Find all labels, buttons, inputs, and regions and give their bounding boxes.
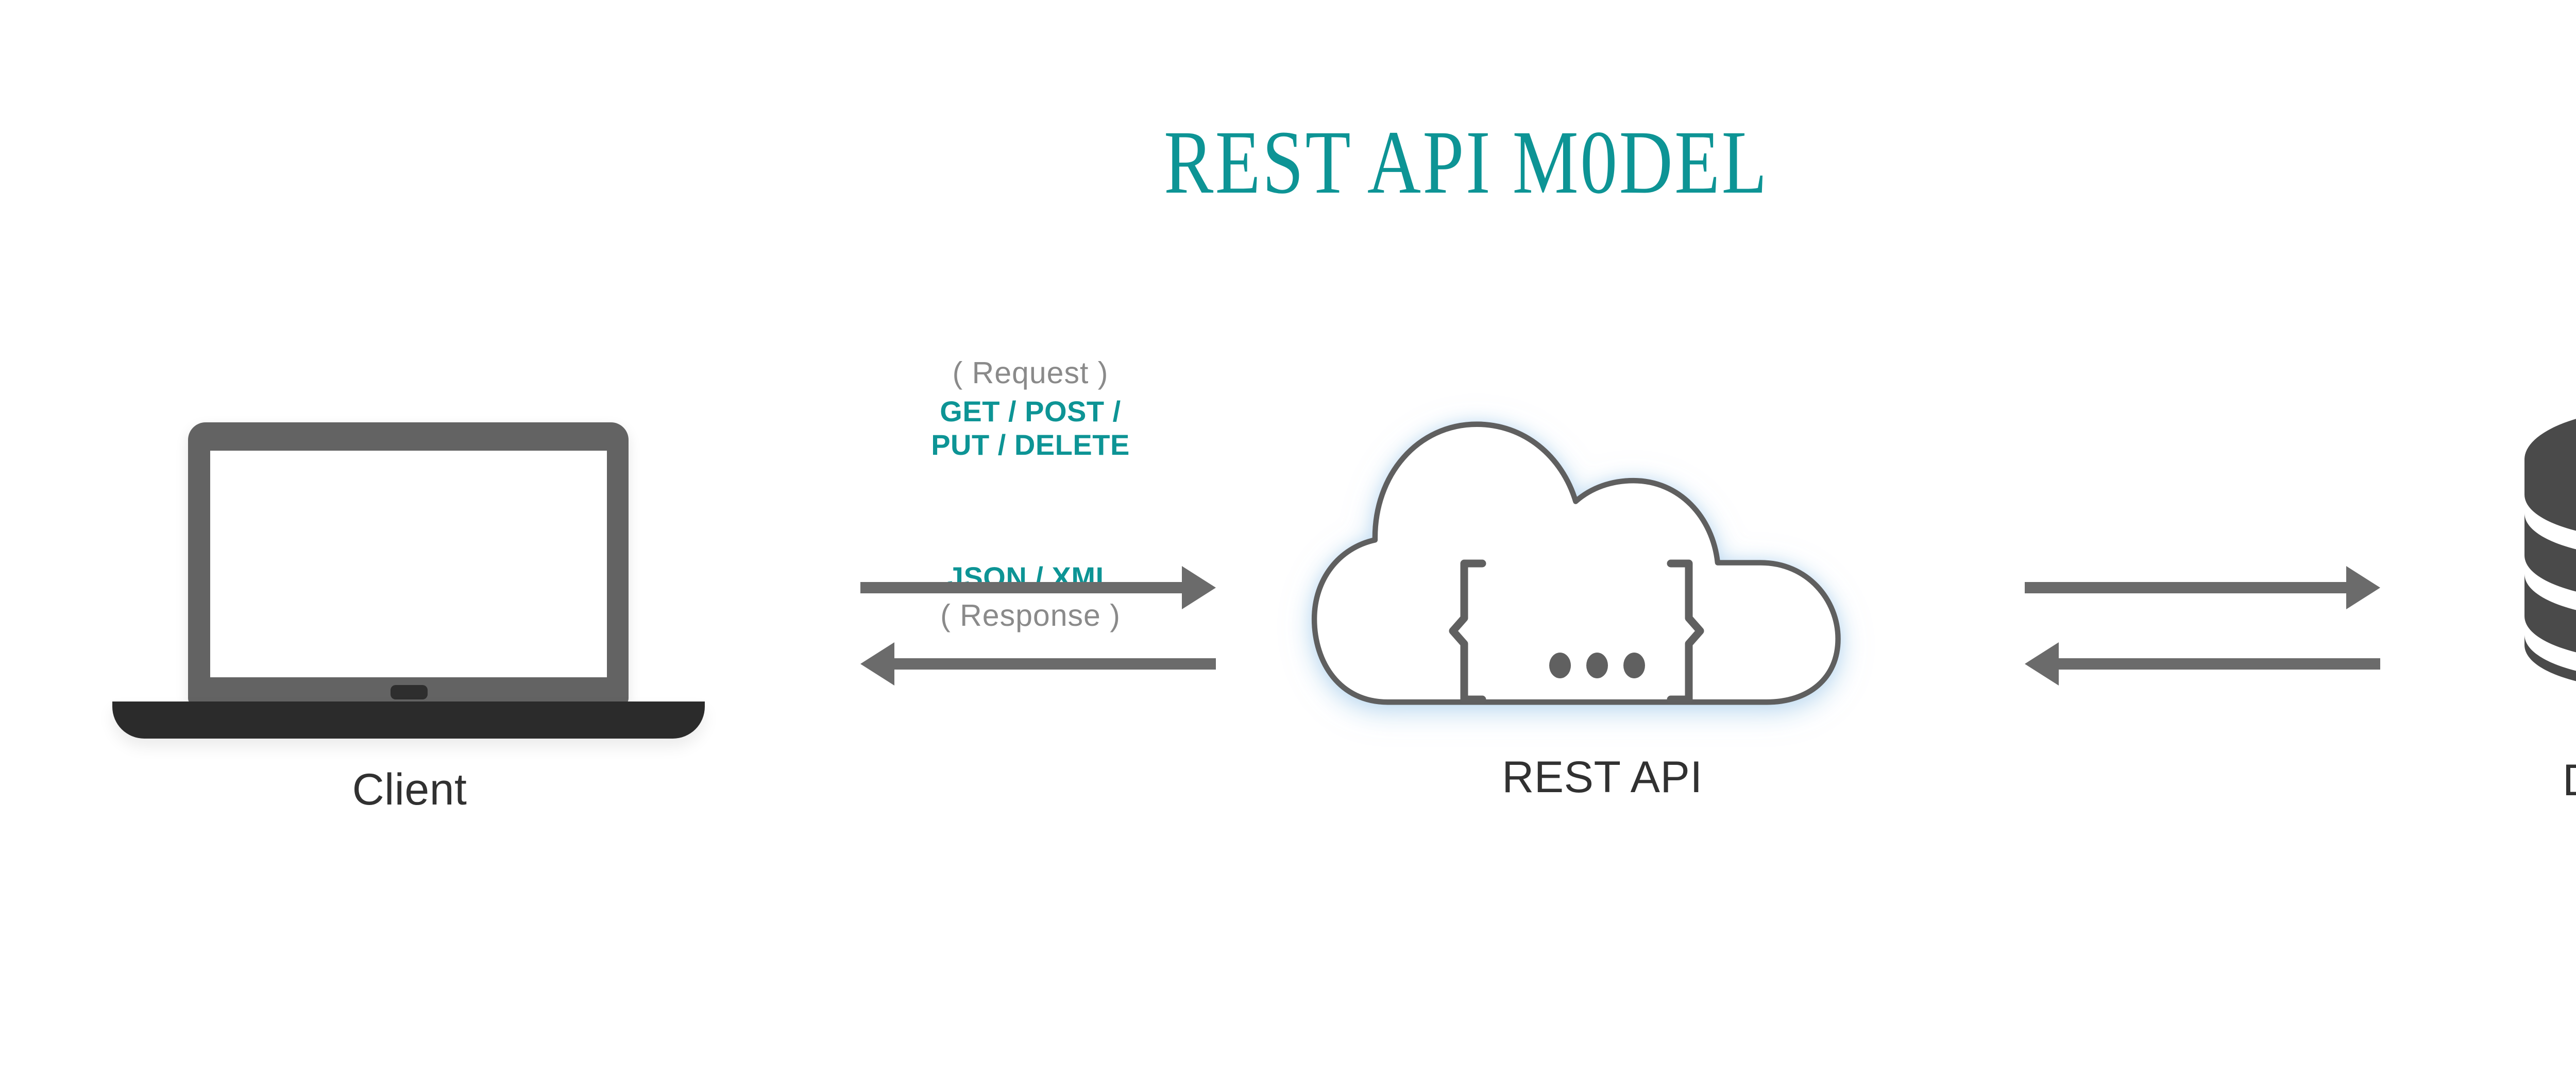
node-label-database: Database (2452, 755, 2576, 806)
left-brace-icon (1449, 559, 1486, 704)
laptop-trackpad-notch (391, 685, 428, 699)
arrow-head-right-icon (1182, 566, 1216, 609)
node-client[interactable]: Client (72, 412, 747, 815)
right-brace-icon (1667, 559, 1704, 704)
cloud-shape (1311, 421, 1841, 705)
arrow-shaft (2025, 582, 2348, 593)
brace-dot-1 (1549, 653, 1571, 678)
database-svg (2524, 419, 2576, 681)
node-rest-api[interactable]: REST API (1267, 391, 1937, 803)
laptop-base (112, 701, 705, 739)
arrow-pair-api-database (2025, 566, 2380, 700)
arrow-shaft (2057, 658, 2380, 670)
db-band-3 (2524, 616, 2576, 671)
db-band-2 (2524, 555, 2576, 610)
node-label-rest-api: REST API (1502, 752, 1703, 802)
arrow-shaft (860, 582, 1184, 593)
request-note-label: ( Request ) (952, 356, 1109, 390)
brace-dot-3 (1623, 653, 1645, 678)
laptop-screen (210, 451, 607, 677)
brace-dot-2 (1586, 653, 1608, 678)
cloud-svg (1311, 421, 1841, 705)
cloud-icon (1267, 391, 1937, 747)
request-methods-line1: GET / POST / (940, 395, 1121, 427)
arrow-client-to-api (860, 566, 1216, 609)
db-band-1 (2524, 494, 2576, 550)
laptop-icon (72, 412, 747, 747)
page-title: REST API M0DEL (1164, 112, 1769, 213)
request-methods-line2: PUT / DELETE (931, 429, 1130, 461)
response-note-label: ( Response ) (940, 598, 1121, 632)
node-label-client: Client (352, 765, 467, 814)
arrow-api-to-database (2025, 566, 2380, 609)
arrow-shaft (892, 658, 1216, 670)
arrow-head-left-icon (2025, 642, 2059, 686)
database-cylinder-icon (2452, 397, 2576, 747)
arrow-head-left-icon (860, 642, 894, 686)
node-database[interactable]: Database (2452, 397, 2576, 806)
arrow-pair-client-api (860, 566, 1216, 700)
arrow-database-to-api (2025, 642, 2380, 686)
db-top (2524, 419, 2576, 500)
arrow-head-right-icon (2346, 566, 2380, 609)
arrow-api-to-client (860, 642, 1216, 686)
